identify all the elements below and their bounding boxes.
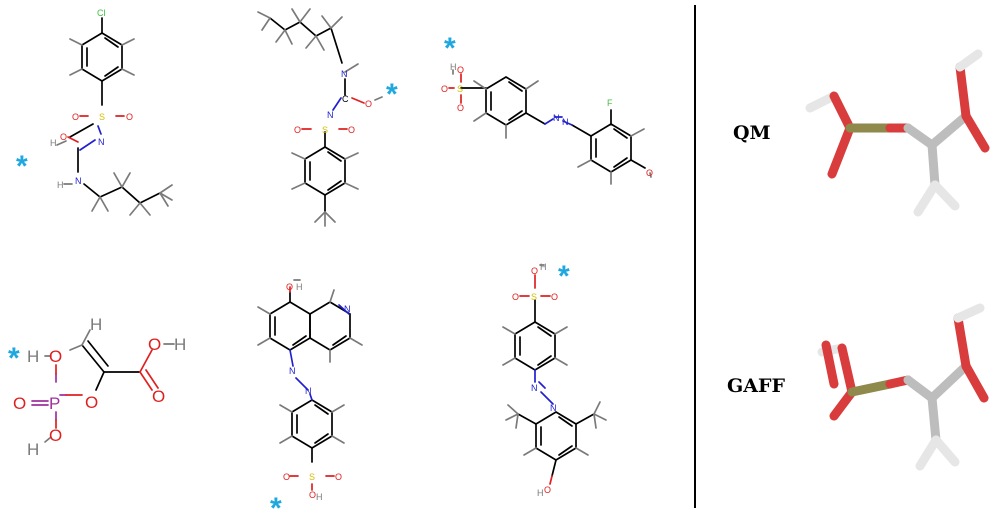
atom-label: O: [60, 132, 67, 142]
atom-label: O: [441, 84, 448, 94]
stick-model-gaff: [817, 303, 989, 471]
atom-label: O: [531, 266, 538, 276]
stick-model-qm: [805, 49, 990, 217]
molecule-chlorpropamide: Cl S O O N O H N H *: [16, 8, 173, 216]
label-gaff: GAFF: [727, 375, 785, 397]
atom-label: H: [27, 440, 39, 459]
atom-label: N: [341, 69, 348, 79]
atom-label: O: [365, 99, 372, 109]
atom-label: N: [550, 403, 557, 413]
molecule-quinoline-azo-sulfonate: O H N N N S O O O H *: [257, 279, 363, 516]
atom-label: N: [344, 304, 351, 314]
atom-label: H: [450, 62, 457, 72]
atom-label: S: [309, 472, 315, 482]
atom-label: O: [294, 125, 301, 135]
atom-label: O: [126, 112, 133, 122]
atom-label: O: [646, 168, 653, 178]
atom-label: H: [296, 282, 303, 292]
atom-label: H: [50, 138, 57, 148]
atom-label: S: [457, 84, 463, 94]
atom-label: O: [148, 335, 161, 354]
marker-asterisk: *: [558, 260, 570, 293]
atom-label: H: [57, 180, 64, 190]
atom-label: H: [90, 315, 102, 334]
atom-label: O: [49, 347, 62, 366]
atom-label: N: [531, 383, 538, 393]
atom-label: O: [286, 282, 293, 292]
molecule-phosphoenolpyruvate: H O P O O H O H O H O *: [8, 315, 186, 459]
atom-label: H: [174, 335, 186, 354]
marker-asterisk: *: [444, 32, 456, 65]
atom-label: O: [49, 426, 62, 445]
atom-label: N: [562, 117, 569, 127]
atom-label: C: [342, 94, 349, 104]
atom-label: O: [72, 112, 79, 122]
atom-label: O: [13, 394, 26, 413]
atom-label: O: [457, 65, 464, 75]
marker-asterisk: *: [16, 150, 28, 183]
atom-label: N: [98, 137, 105, 147]
atom-label: Cl: [97, 8, 106, 18]
atom-label: N: [553, 113, 560, 123]
atom-label: N: [327, 110, 334, 120]
molecule-tolbutamide: N C O N S O O *: [257, 8, 398, 227]
atom-label: N: [289, 366, 296, 376]
marker-asterisk: *: [270, 492, 282, 516]
molecule-dimethylphenol-azo-sulfonate: S O O O H N N O H *: [502, 260, 607, 498]
atom-label: O: [551, 292, 558, 302]
atom-label: O: [512, 292, 519, 302]
atom-label: N: [75, 176, 82, 186]
atom-label: O: [85, 393, 98, 412]
label-qm: QM: [733, 122, 771, 144]
atom-label: F: [607, 98, 613, 108]
molecule-azo-fluorophenol: S O O O H N N F O *: [441, 32, 653, 185]
atom-label: O: [348, 125, 355, 135]
atom-label: S: [322, 125, 328, 135]
marker-asterisk: *: [386, 78, 398, 111]
atom-label: O: [152, 387, 165, 406]
atom-label: O: [544, 485, 551, 495]
atom-label: H: [540, 262, 547, 272]
atom-label: O: [457, 103, 464, 113]
atom-label: O: [309, 490, 316, 500]
atom-label: O: [283, 472, 290, 482]
atom-label: P: [49, 394, 60, 413]
marker-asterisk: *: [8, 342, 20, 375]
atom-label: H: [537, 488, 544, 498]
atom-label: N: [305, 386, 312, 396]
atom-label: S: [99, 112, 105, 122]
atom-label: H: [316, 492, 323, 502]
atom-label: H: [27, 347, 39, 366]
atom-label: O: [335, 472, 342, 482]
atom-label: S: [531, 292, 537, 302]
